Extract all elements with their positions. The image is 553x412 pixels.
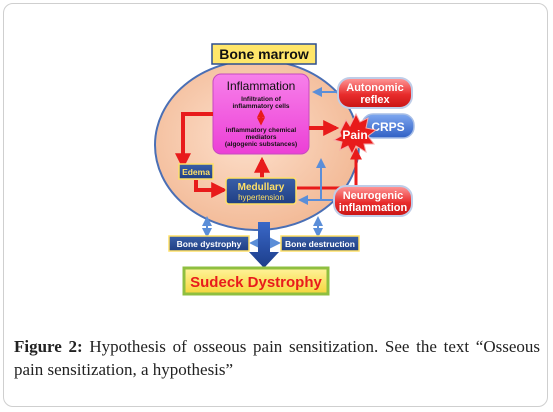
neurogenic-line1: Neurogenic <box>343 190 404 202</box>
neurogenic-line2: inflammation <box>339 202 408 214</box>
pain-starburst-icon <box>332 112 378 156</box>
caption-label: Figure 2: <box>14 337 83 356</box>
autonomic-line1: Autonomic <box>346 82 403 94</box>
inflammation-line3: inflammatory chemical <box>226 127 297 134</box>
arrow-inflammation-to-edema <box>175 112 213 170</box>
inflammation-line1: Infiltration of <box>241 96 282 103</box>
crps-label: CRPS <box>371 120 404 134</box>
autonomic-reflex-pill <box>337 77 413 109</box>
bone-dystrophy-label: Bone dystrophy <box>177 239 242 249</box>
edema-box <box>178 163 214 180</box>
edema-label: Edema <box>182 167 210 177</box>
bone-destruction-box <box>280 235 360 252</box>
bone-marrow-label: Bone marrow <box>219 46 309 62</box>
caption-text: Hypothesis of osseous pain sensitization… <box>14 337 540 379</box>
inflammation-line5: (algogenic substances) <box>225 141 297 148</box>
medullary-line1: Medullary <box>238 182 285 193</box>
bone-dystrophy-box <box>168 235 250 252</box>
diagram: Bone marrow Inflammation Infiltration of… <box>154 43 415 296</box>
inflammation-line2: inflammatory cells <box>232 103 289 110</box>
arrow-edema-to-medullary <box>194 180 228 198</box>
bone-marrow-label-box <box>211 43 317 65</box>
autonomic-line2: reflex <box>360 94 390 106</box>
pain-label: Pain <box>342 128 367 142</box>
inflammation-line4: mediators <box>245 134 276 141</box>
figure-caption: Figure 2: Hypothesis of osseous pain sen… <box>14 335 540 381</box>
inflammation-title: Inflammation <box>227 79 296 93</box>
medullary-hypertension-box <box>225 177 297 205</box>
sudeck-dystrophy-label: Sudeck Dystrophy <box>190 274 322 291</box>
bone-destruction-label: Bone destruction <box>285 239 355 249</box>
sudeck-dystrophy-box <box>182 266 330 296</box>
medullary-line2: hypertension <box>238 193 284 202</box>
neurogenic-inflammation-pill <box>333 185 413 217</box>
down-arrow-to-sudeck <box>249 222 279 268</box>
